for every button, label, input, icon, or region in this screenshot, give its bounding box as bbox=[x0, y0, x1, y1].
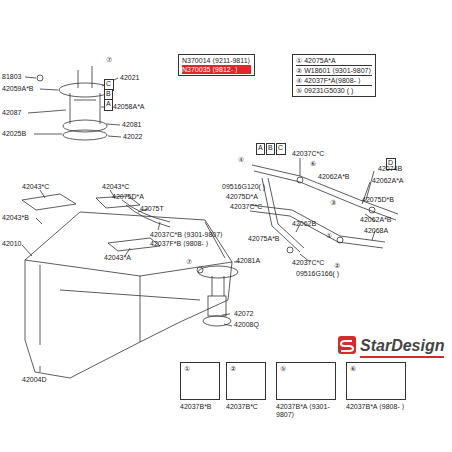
part-label: 42037F*B ⟨9808- ⟩ bbox=[150, 240, 208, 248]
logo-underline bbox=[360, 356, 444, 358]
part-label: 42081A bbox=[236, 257, 260, 265]
clip-box: ① bbox=[180, 362, 220, 400]
letter-callout: B bbox=[266, 143, 275, 155]
gasket bbox=[63, 130, 107, 140]
part-label: 42037B*B bbox=[180, 403, 212, 411]
part-label: 42062A*B bbox=[318, 173, 350, 181]
part-label: 42022 bbox=[123, 133, 142, 141]
part-label: ④ bbox=[238, 156, 244, 164]
part-number: ⑤ bbox=[280, 364, 332, 373]
part-label: 42075T bbox=[140, 205, 164, 213]
option-table: ① 42075A*A② W18601 ⟨9301-9807⟩④ 42037F*A… bbox=[292, 54, 376, 97]
part-label: ⑦ bbox=[186, 258, 192, 266]
clamp bbox=[287, 247, 293, 253]
part-label: 42075D*A bbox=[112, 193, 144, 201]
leader-line bbox=[22, 245, 40, 372]
part-label: 42025B bbox=[2, 130, 26, 138]
part-number: N370014 ⟨9211-9811⟩ bbox=[182, 56, 251, 65]
part-label: 42037C*B ⟨9301-9807⟩ bbox=[150, 231, 223, 239]
clip-box: ⑤ bbox=[276, 362, 336, 400]
part-label: 42037B*A ⟨9808- ⟩ bbox=[346, 403, 408, 411]
part-label: 81803 bbox=[2, 73, 21, 81]
clamp bbox=[297, 177, 303, 183]
part-label: 42072 bbox=[234, 310, 253, 318]
part-label: 42062B bbox=[292, 220, 316, 228]
part-label: 09516G120( ) bbox=[222, 183, 265, 191]
letter-callout: C bbox=[276, 143, 286, 155]
callout-letter: C bbox=[278, 144, 284, 152]
callout-letter: A bbox=[258, 144, 263, 152]
callout-letter: B bbox=[268, 144, 273, 152]
part-label: 42037B*C bbox=[226, 403, 258, 411]
part-label: 42081 bbox=[122, 121, 141, 129]
clamp bbox=[337, 237, 343, 243]
part-number: ① bbox=[184, 364, 216, 373]
part-label: 42008Q bbox=[234, 321, 259, 329]
callout-letter: C bbox=[106, 80, 112, 88]
pump-body bbox=[70, 66, 100, 124]
part-label: 42075A*B bbox=[248, 235, 280, 243]
part-label: 42010 bbox=[2, 240, 21, 248]
part-label: 42087 bbox=[2, 109, 21, 117]
part-number: ④ 42037F*A⟨9808- ⟩ bbox=[296, 75, 372, 85]
callout-letter: B bbox=[106, 90, 111, 98]
part-label: 42043*B bbox=[2, 214, 29, 222]
part-number: ② bbox=[230, 364, 262, 373]
fuel-tank bbox=[25, 212, 232, 378]
pump-tube bbox=[212, 262, 240, 296]
part-label: 42021 bbox=[120, 74, 139, 82]
fuel-tank-edge bbox=[25, 222, 232, 345]
fuel-pipe bbox=[252, 165, 398, 220]
part-number: ② W18601 ⟨9301-9807⟩ bbox=[296, 65, 372, 75]
part-label: 42074B bbox=[378, 165, 402, 173]
part-number: ⑥ bbox=[350, 364, 402, 373]
part-label: 42062A*B bbox=[360, 216, 392, 224]
part-label: 09516G166( ) bbox=[296, 270, 339, 278]
part-label: 42075D*B bbox=[362, 196, 394, 204]
part-label: 42004D bbox=[22, 376, 47, 384]
pump-body bbox=[208, 296, 226, 316]
part-label: ① bbox=[326, 232, 332, 240]
part-label: 42037C*C bbox=[230, 203, 262, 211]
part-label: 42037C*C bbox=[292, 259, 324, 267]
clip-box: ⑥ bbox=[346, 362, 406, 400]
part-label: 42037C*C bbox=[292, 150, 324, 158]
tank-pad bbox=[22, 194, 76, 210]
part-label: 42043*C bbox=[22, 183, 49, 191]
part-label: ② bbox=[334, 262, 340, 270]
part-label: ⑥ bbox=[310, 160, 316, 168]
part-number: ① 42075A*A bbox=[296, 56, 372, 65]
part-label: 42059A*B bbox=[2, 85, 34, 93]
hose bbox=[122, 200, 170, 227]
part-label: ③ bbox=[330, 199, 336, 207]
pump-flange bbox=[198, 266, 238, 278]
callout-letter: A bbox=[106, 100, 111, 108]
part-label: 42058A*A bbox=[113, 103, 145, 111]
brand-logo-text: StarDesign bbox=[360, 337, 444, 355]
logo-mark bbox=[338, 336, 356, 354]
part-label: 42075D*A bbox=[226, 193, 258, 201]
part-label: 42043*C bbox=[102, 183, 129, 191]
cap-part bbox=[37, 75, 43, 81]
part-label: 42043*A bbox=[104, 254, 131, 262]
letter-callout: A bbox=[256, 143, 265, 155]
letter-callout: A bbox=[104, 99, 113, 111]
part-number: ⑤ 09231G5030 ( ) bbox=[296, 85, 372, 95]
clip-box: ② bbox=[226, 362, 266, 400]
leader-line bbox=[138, 209, 160, 230]
leader-line bbox=[222, 314, 232, 326]
part-number-box: N370014 ⟨9211-9811⟩N370035 ⟨9812- ⟩ bbox=[178, 54, 255, 76]
part-label: 42068A bbox=[364, 227, 388, 235]
part-number: N370035 ⟨9812- ⟩ bbox=[182, 65, 251, 74]
clamp bbox=[369, 207, 375, 213]
part-label: 42062A*A bbox=[372, 177, 404, 185]
part-label: 42037B*A ⟨9301-9807⟩ bbox=[276, 403, 338, 419]
logo-s-shape bbox=[341, 341, 353, 351]
leader-line bbox=[296, 158, 375, 262]
part-label: ⑦ bbox=[106, 56, 112, 64]
leader-line bbox=[25, 77, 121, 137]
